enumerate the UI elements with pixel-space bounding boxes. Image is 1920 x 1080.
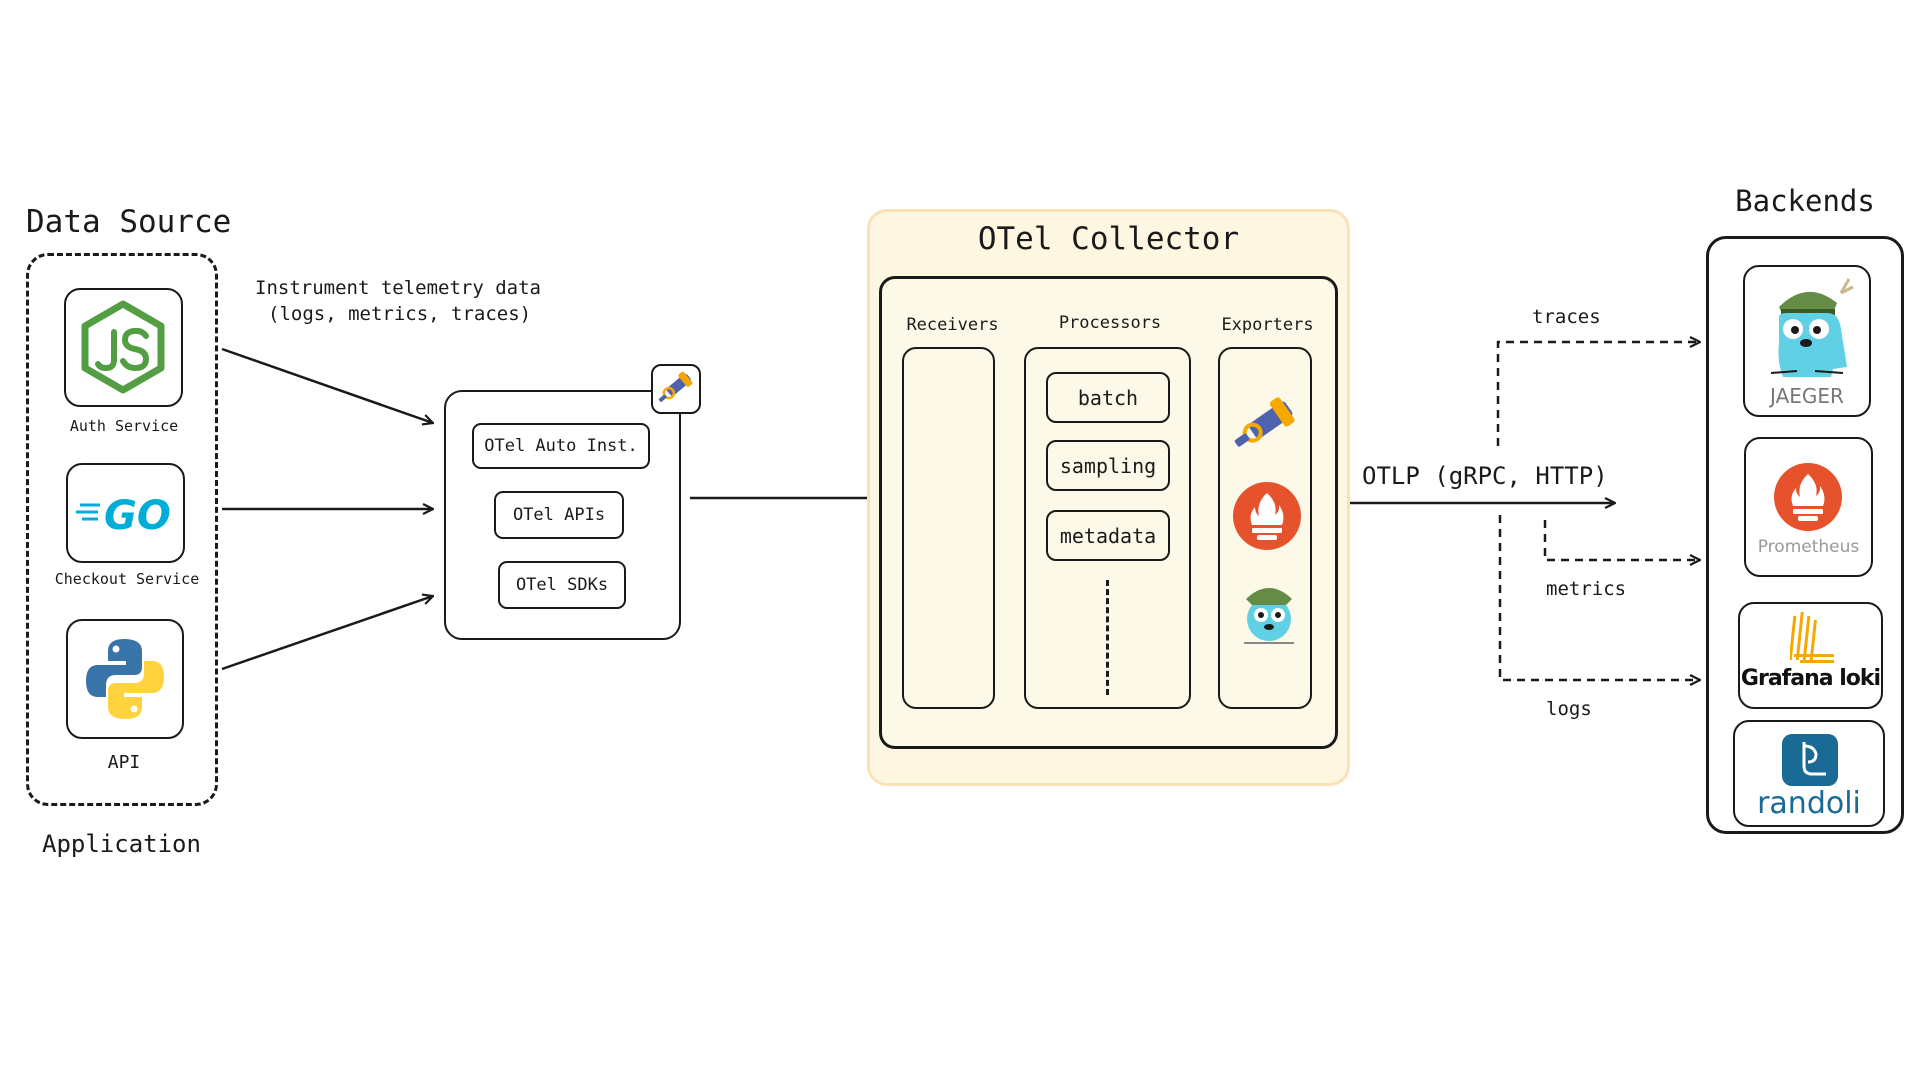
svg-text:GO: GO xyxy=(104,493,171,539)
exporter-jaeger-gopher-icon xyxy=(1244,588,1294,644)
otel-apis-item[interactable]: OTel APIs xyxy=(494,491,624,539)
application-group xyxy=(26,253,218,806)
processor-metadata[interactable]: metadata xyxy=(1046,510,1170,561)
data-source-title: Data Source xyxy=(26,204,232,240)
traces-label: traces xyxy=(1532,306,1601,328)
logs-label: logs xyxy=(1546,698,1592,720)
jaeger-name: JAEGER xyxy=(1770,384,1844,408)
otel-auto-inst-item[interactable]: OTel Auto Inst. xyxy=(472,423,650,469)
api-label: API xyxy=(107,752,141,773)
randoli-icon xyxy=(1782,734,1838,786)
checkout-service-card[interactable]: GO xyxy=(66,463,185,563)
application-label: Application xyxy=(42,830,201,858)
randoli-backend-card[interactable]: randoli xyxy=(1733,720,1885,827)
arrow-auth-to-sdk xyxy=(221,347,433,423)
prometheus-backend-card[interactable]: Prometheus xyxy=(1744,437,1873,577)
jaeger-backend-card[interactable]: JAEGER xyxy=(1743,265,1871,417)
exporter-prometheus-icon xyxy=(1233,482,1301,550)
opentelemetry-icon xyxy=(658,371,693,402)
backends-group xyxy=(1706,236,1904,834)
exporter-opentelemetry-icon xyxy=(1234,397,1295,447)
receivers-label: Receivers xyxy=(906,315,999,335)
loki-name: Grafana loki xyxy=(1740,666,1881,691)
otel-badge xyxy=(651,364,701,414)
auth-service-card[interactable] xyxy=(64,288,183,407)
api-card[interactable] xyxy=(66,619,184,739)
backends-title: Backends xyxy=(1735,184,1875,218)
otel-collector-title: OTel Collector xyxy=(977,221,1240,257)
nodejs-icon xyxy=(81,300,165,394)
processor-batch[interactable]: batch xyxy=(1046,372,1170,423)
prometheus-name: Prometheus xyxy=(1757,537,1860,557)
randoli-name: randoli xyxy=(1757,786,1861,821)
processor-sampling[interactable]: sampling xyxy=(1046,440,1170,491)
auth-service-label: Auth Service xyxy=(69,417,179,435)
arrow-api-to-sdk xyxy=(221,596,433,671)
loki-backend-card[interactable]: Grafana loki xyxy=(1738,602,1883,709)
exporters-label: Exporters xyxy=(1221,315,1314,335)
python-icon xyxy=(86,639,164,719)
arrow-metrics xyxy=(1543,520,1700,560)
otlp-label: OTLP (gRPC, HTTP) xyxy=(1362,462,1608,490)
jaeger-icon xyxy=(1770,278,1854,377)
processors-label: Processors xyxy=(1058,313,1162,333)
receivers-column[interactable] xyxy=(902,347,995,709)
loki-icon xyxy=(1790,612,1834,663)
go-icon: GO xyxy=(76,493,171,539)
otel-sdks-item[interactable]: OTel SDKs xyxy=(498,561,626,609)
arrow-logs xyxy=(1498,515,1700,680)
processors-more-indicator xyxy=(1106,580,1109,695)
arrow-traces xyxy=(1496,342,1700,446)
prometheus-icon xyxy=(1774,463,1842,531)
metrics-label: metrics xyxy=(1546,578,1627,600)
checkout-service-label: Checkout Service xyxy=(54,570,200,588)
instrument-label-line2: (logs, metrics, traces) xyxy=(268,303,532,325)
instrument-label-line1: Instrument telemetry data xyxy=(255,277,541,299)
